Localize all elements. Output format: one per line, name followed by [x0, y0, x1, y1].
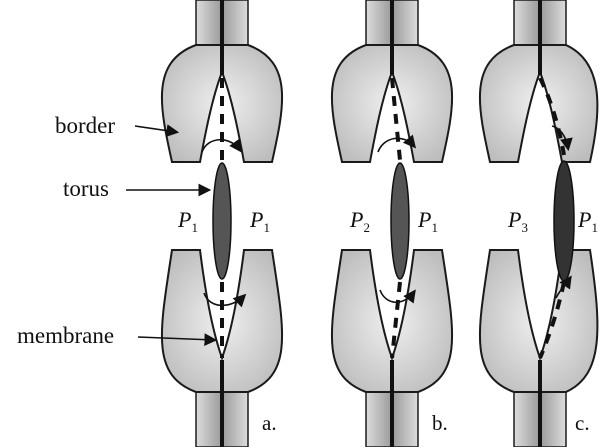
pressure-right-b: P1	[417, 207, 438, 235]
pressure-left-a: P1	[177, 207, 198, 235]
panel-b: P2 P1 b.	[332, 0, 452, 447]
callout-torus-label: torus	[63, 176, 109, 201]
pressure-left-c: P3	[507, 207, 528, 235]
torus-c	[554, 161, 574, 281]
pressure-right-c: P1	[577, 207, 598, 235]
pressure-left-b: P2	[349, 207, 370, 235]
callout-border-label: border	[55, 113, 115, 138]
panel-letter-b: b.	[432, 411, 448, 435]
panel-c: P3 P1 c.	[480, 0, 598, 447]
torus-a	[213, 163, 231, 279]
panel-letter-c: c.	[575, 411, 590, 435]
torus-b	[391, 163, 409, 279]
panel-a: P1 P1 a.	[162, 0, 282, 447]
panel-letter-a: a.	[262, 411, 277, 435]
flow-arrow-top-b	[378, 138, 414, 152]
pressure-right-a: P1	[249, 207, 270, 235]
callout-membrane-label: membrane	[17, 323, 114, 348]
